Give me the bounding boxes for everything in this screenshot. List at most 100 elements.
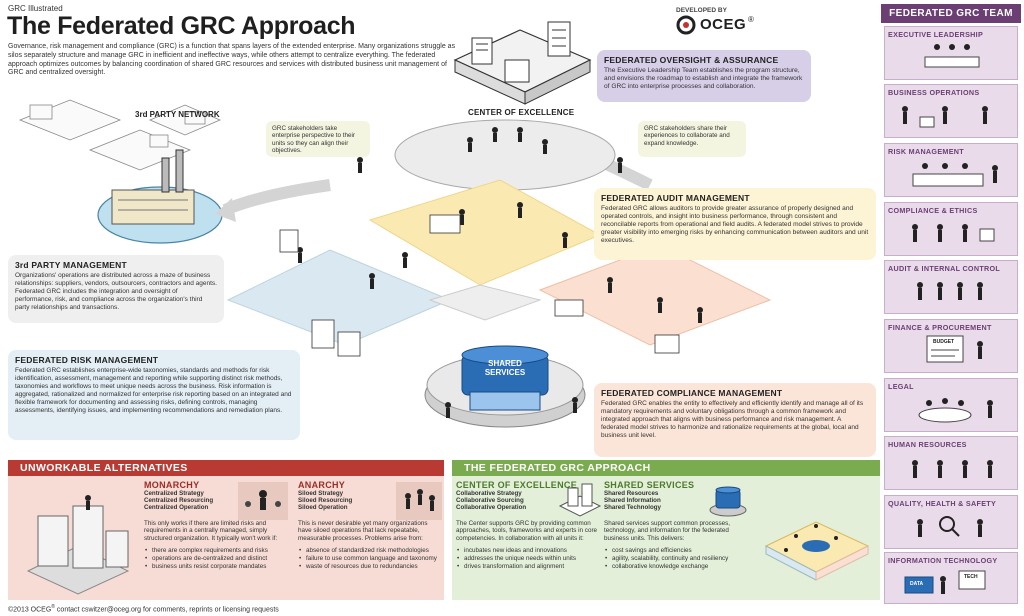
compliance-tile xyxy=(538,244,772,346)
audit-figures-icon xyxy=(917,282,983,300)
team-finance-procurement: FINANCE & PROCUREMENT BUDGET xyxy=(884,319,1018,373)
team-label: INFORMATION TECHNOLOGY xyxy=(888,556,998,565)
coe-platform xyxy=(394,119,616,191)
footer-contact: contact cswitzer@oceg.org for comments, … xyxy=(54,606,279,614)
intro-text: Governance, risk management and complian… xyxy=(8,43,456,77)
federated-illustration xyxy=(18,21,772,428)
third-party-title: 3rd PARTY MANAGEMENT xyxy=(15,260,127,270)
it-tech-label: TECH xyxy=(964,574,978,580)
coe-body: The Center supports GRC by providing com… xyxy=(456,519,598,542)
developed-by: DEVELOPED BY xyxy=(676,7,727,14)
footer: ©2013 OCEG® contact cswitzer@oceg.org fo… xyxy=(8,604,279,613)
footer-copyright: ©2013 OCEG xyxy=(8,606,52,614)
monarchy-sub-1: Centralized Strategy xyxy=(144,490,204,497)
third-party-body: Organizations' operations are distribute… xyxy=(15,272,217,311)
monarchy-illustration xyxy=(26,495,130,595)
shared-services-line1: SHARED xyxy=(488,359,522,368)
coe-bullet-2: addresses the unique needs within units xyxy=(456,555,601,563)
audit-body: Federated GRC allows auditors to provide… xyxy=(601,205,869,244)
anarchy-bullet-1: absence of standardized risk methodologi… xyxy=(298,547,440,555)
coe-label: CENTER OF EXCELLENCE xyxy=(468,108,575,117)
coe-column: CENTER OF EXCELLENCE Collaborative Strat… xyxy=(456,480,601,570)
team-human-resources: HUMAN RESOURCES xyxy=(884,436,1018,490)
anarchy-body: This is never desirable yet many organiz… xyxy=(298,519,428,542)
team-business-operations: BUSINESS OPERATIONS xyxy=(884,84,1018,138)
shared-bullet-3: collaborative knowledge exchange xyxy=(604,563,752,571)
monarchy-crowd-icon xyxy=(238,482,288,520)
page-title: The Federated GRC Approach xyxy=(7,12,356,40)
kicker: GRC Illustrated xyxy=(8,4,63,13)
office-furniture xyxy=(279,214,680,357)
team-label: LEGAL xyxy=(888,382,914,391)
grc-team-sidebar: FEDERATED GRC TEAM EXECUTIVE LEADERSHIP … xyxy=(881,4,1021,605)
third-party-network xyxy=(18,99,222,171)
oversight-section: FEDERATED OVERSIGHT & ASSURANCE The Exec… xyxy=(597,50,811,102)
team-label: COMPLIANCE & ETHICS xyxy=(888,206,978,215)
coe-sub-1: Collaborative Strategy xyxy=(456,490,522,497)
oceg-wordmark: OCEG xyxy=(700,16,747,33)
it-data-label: DATA xyxy=(910,581,924,587)
team-information-technology: INFORMATION TECHNOLOGY DATA TECH xyxy=(884,552,1018,604)
team-label: BUSINESS OPERATIONS xyxy=(888,88,980,97)
monarchy-bullet-3: business units resist corporate mandates xyxy=(144,563,292,571)
coe-sub-3: Collaborative Operation xyxy=(456,504,527,512)
federated-panel: CENTER OF EXCELLENCE Collaborative Strat… xyxy=(452,476,880,600)
monarchy-bullet-2: operations are de-centralized and distin… xyxy=(144,555,292,563)
oceg-logo-icon xyxy=(676,15,696,35)
anarchy-bullet-3: waste of resources due to redundancies xyxy=(298,563,440,571)
coe-sub-2: Collaborative Sourcing xyxy=(456,497,524,505)
callout-share-experiences: GRC stakeholders share their experiences… xyxy=(638,121,746,157)
shared-sub-1: Shared Resources xyxy=(604,490,659,497)
oceg-registered-mark: ® xyxy=(748,15,754,24)
risk-tile xyxy=(226,249,452,346)
anarchy-sub-1: Siloed Strategy xyxy=(298,490,344,497)
callout-enterprise-perspective: GRC stakeholders take enterprise perspec… xyxy=(266,121,370,157)
team-label: AUDIT & INTERNAL CONTROL xyxy=(888,264,1001,273)
unworkable-bar: UNWORKABLE ALTERNATIVES xyxy=(8,460,444,476)
compliance-title: FEDERATED COMPLIANCE MANAGEMENT xyxy=(601,388,783,398)
oversight-body: The Executive Leadership Team establishe… xyxy=(604,67,803,90)
executive-figures-icon xyxy=(924,44,980,68)
team-label: RISK MANAGEMENT xyxy=(888,147,964,156)
team-label: EXECUTIVE LEADERSHIP xyxy=(888,30,984,39)
headquarters-building xyxy=(453,21,592,105)
oceg-logo: OCEG ® xyxy=(676,15,786,35)
hr-figures-icon xyxy=(912,460,993,478)
risk-section: FEDERATED RISK MANAGEMENT Federated GRC … xyxy=(8,350,300,440)
audit-section: FEDERATED AUDIT MANAGEMENT Federated GRC… xyxy=(594,188,876,260)
factory-island xyxy=(97,149,223,244)
footer-registered-mark: ® xyxy=(51,604,55,610)
monarchy-bullet-1: there are complex requirements and risks xyxy=(144,547,292,555)
risk-body: Federated GRC establishes enterprise-wid… xyxy=(15,367,292,414)
federated-overview-illustration xyxy=(764,521,870,581)
operations-figures-icon xyxy=(902,106,988,128)
coe-title: CENTER OF EXCELLENCE xyxy=(456,480,578,490)
shared-bullet-1: cost savings and efficiencies xyxy=(604,547,752,555)
coe-icon xyxy=(558,483,602,517)
federated-bar: THE FEDERATED GRC APPROACH xyxy=(452,460,880,476)
shared-sub-3: Shared Technology xyxy=(604,504,661,512)
sidebar-title: FEDERATED GRC TEAM xyxy=(881,4,1021,23)
finance-figures-icon xyxy=(926,335,983,363)
legal-figures-icon xyxy=(918,398,993,423)
team-risk-management: RISK MANAGEMENT xyxy=(884,143,1018,197)
team-legal: LEGAL xyxy=(884,378,1018,432)
unworkable-panel: MONARCHY Centralized Strategy Centralize… xyxy=(8,476,444,600)
third-party-section: 3rd PARTY MANAGEMENT Organizations' oper… xyxy=(8,255,224,323)
anarchy-bullet-2: failure to use common language and taxon… xyxy=(298,555,440,563)
shared-services-hub xyxy=(424,345,586,428)
flow-arrow-left xyxy=(222,179,331,216)
shared-sub-2: Shared Information xyxy=(604,497,661,505)
it-figures-icon xyxy=(904,570,986,594)
shared-services-icon xyxy=(709,486,747,517)
oversight-title: FEDERATED OVERSIGHT & ASSURANCE xyxy=(604,55,779,65)
compliance-figures-icon xyxy=(912,224,995,242)
coe-bullet-1: incubates new ideas and innovations xyxy=(456,547,601,555)
shared-title: SHARED SERVICES xyxy=(604,480,695,490)
anarchy-crowd-icon xyxy=(396,482,442,520)
monarchy-column: MONARCHY Centralized Strategy Centralize… xyxy=(144,480,292,570)
callout-left-text: GRC stakeholders take enterprise perspec… xyxy=(272,125,355,155)
team-executive-leadership: EXECUTIVE LEADERSHIP xyxy=(884,26,1018,80)
audit-title: FEDERATED AUDIT MANAGEMENT xyxy=(601,193,750,203)
monarchy-body: This only works if there are limited ris… xyxy=(144,519,278,542)
